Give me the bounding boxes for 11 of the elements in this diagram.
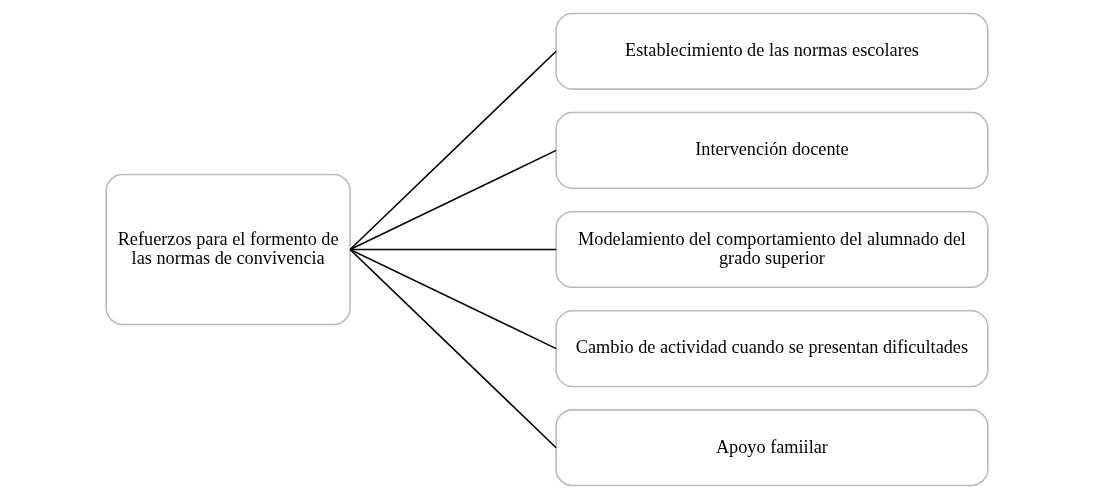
node-box: Apoyo famiilar <box>555 409 989 487</box>
node-box: Modelamiento del comportamiento del alumnado del grado superior <box>555 210 989 289</box>
connector <box>349 248 557 449</box>
node-box: Cambio de actividad cuando se presentan dificultades <box>555 310 989 388</box>
connector <box>349 248 557 251</box>
node-box: Refuerzos para el formento de las normas de convivencia <box>105 173 351 326</box>
node-box: Establecimiento de las normas escolares <box>555 12 989 90</box>
connector <box>349 248 557 350</box>
connector <box>349 149 557 251</box>
node-box: Intervención docente <box>555 111 989 189</box>
connector <box>349 50 557 251</box>
